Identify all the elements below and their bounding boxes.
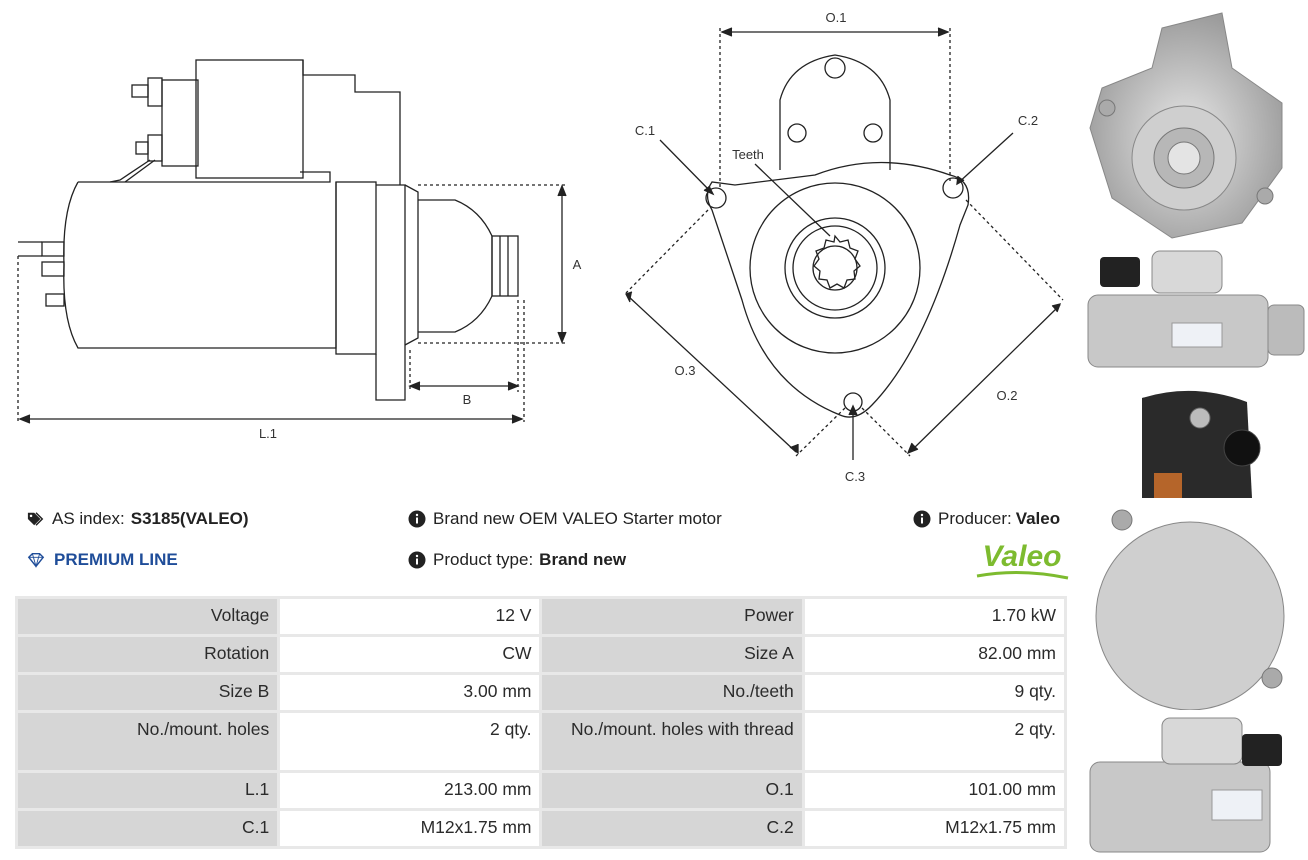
spec-value: M12x1.75 mm bbox=[801, 808, 1068, 849]
producer-value[interactable]: Valeo bbox=[1015, 509, 1061, 528]
label-c2: C.2 bbox=[1018, 113, 1038, 128]
info-icon bbox=[913, 510, 931, 528]
spec-label: No./teeth bbox=[539, 672, 805, 713]
diamond-icon bbox=[27, 551, 45, 569]
spec-label: No./mount. holes with thread bbox=[539, 710, 805, 773]
product-type-value: Brand new bbox=[539, 550, 627, 569]
tags-icon bbox=[27, 510, 45, 528]
premium-line-label: PREMIUM LINE bbox=[54, 550, 178, 569]
logo-text: Valeo bbox=[983, 540, 1062, 573]
description: Brand new OEM VALEO Starter motor bbox=[408, 509, 722, 529]
side-view bbox=[17, 59, 567, 424]
spec-label: Rotation bbox=[14, 634, 281, 675]
photo-side-bottom[interactable] bbox=[1082, 712, 1308, 860]
info-icon bbox=[408, 551, 426, 569]
spec-value: 2 qty. bbox=[801, 710, 1068, 773]
table-row: No./mount. holes 2 qty. No./mount. holes… bbox=[14, 710, 1068, 773]
label-o3: O.3 bbox=[675, 363, 696, 378]
producer: Producer: Valeo bbox=[913, 509, 1060, 529]
as-index: AS index: S3185(VALEO) bbox=[27, 509, 249, 529]
product-type: Product type: Brand new bbox=[408, 550, 626, 570]
spec-value: 1.70 kW bbox=[801, 596, 1068, 637]
spec-value: 213.00 mm bbox=[277, 770, 543, 811]
as-index-value[interactable]: S3185(VALEO) bbox=[130, 509, 249, 528]
label-teeth: Teeth bbox=[732, 147, 764, 162]
photo-front-flange[interactable] bbox=[1082, 8, 1308, 244]
label-o1: O.1 bbox=[826, 10, 847, 25]
photo-side-top[interactable] bbox=[1082, 245, 1308, 373]
as-index-label: AS index: bbox=[52, 509, 125, 528]
spec-value: 12 V bbox=[277, 596, 543, 637]
spec-label: C.2 bbox=[539, 808, 805, 849]
spec-value: CW bbox=[277, 634, 543, 675]
spec-label: C.1 bbox=[14, 808, 281, 849]
spec-value: 2 qty. bbox=[277, 710, 543, 773]
table-row: Size B 3.00 mm No./teeth 9 qty. bbox=[14, 672, 1068, 713]
spec-value: 3.00 mm bbox=[277, 672, 543, 713]
label-o2: O.2 bbox=[997, 388, 1018, 403]
table-row: L.1 213.00 mm O.1 101.00 mm bbox=[14, 770, 1068, 811]
spec-value: 101.00 mm bbox=[801, 770, 1068, 811]
spec-label: L.1 bbox=[14, 770, 281, 811]
label-b: B bbox=[463, 392, 472, 407]
spec-value: 9 qty. bbox=[801, 672, 1068, 713]
label-l1: L.1 bbox=[259, 426, 277, 441]
premium-line-badge: PREMIUM LINE bbox=[27, 550, 178, 570]
label-a: A bbox=[573, 257, 582, 272]
spec-label: Size B bbox=[14, 672, 281, 713]
valeo-logo[interactable]: Valeo bbox=[975, 538, 1070, 584]
label-c1: C.1 bbox=[635, 123, 655, 138]
description-text: Brand new OEM VALEO Starter motor bbox=[433, 509, 722, 528]
spec-label: Voltage bbox=[14, 596, 281, 637]
spec-value: 82.00 mm bbox=[801, 634, 1068, 675]
front-view bbox=[625, 27, 1064, 460]
info-icon bbox=[408, 510, 426, 528]
photo-rear[interactable] bbox=[1082, 388, 1308, 710]
product-type-label: Product type: bbox=[433, 550, 534, 569]
table-row: Voltage 12 V Power 1.70 kW bbox=[14, 596, 1068, 637]
table-row: Rotation CW Size A 82.00 mm bbox=[14, 634, 1068, 675]
spec-label: O.1 bbox=[539, 770, 805, 811]
spec-label: No./mount. holes bbox=[14, 710, 281, 773]
spec-label: Power bbox=[539, 596, 805, 637]
product-photos bbox=[1082, 0, 1308, 860]
spec-label: Size A bbox=[539, 634, 805, 675]
technical-drawing: O.1 C.1 C.2 Teeth O.3 O.2 C.3 A B L.1 bbox=[0, 0, 1080, 495]
label-c3: C.3 bbox=[845, 469, 865, 484]
producer-label: Producer: bbox=[938, 509, 1012, 528]
table-row: C.1 M12x1.75 mm C.2 M12x1.75 mm bbox=[14, 808, 1068, 849]
specs-table: Voltage 12 V Power 1.70 kW Rotation CW S… bbox=[14, 596, 1068, 849]
spec-value: M12x1.75 mm bbox=[277, 808, 543, 849]
